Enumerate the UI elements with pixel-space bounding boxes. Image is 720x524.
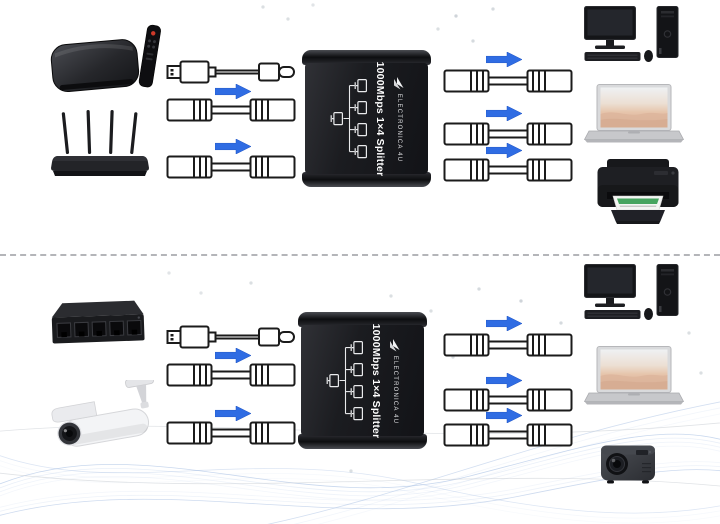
- splitter-label: 1000Mbps 1×4 Splitter: [374, 61, 386, 176]
- brand-logo-icon: [394, 76, 404, 89]
- ethernet-cable-icon: [443, 157, 573, 183]
- ethernet-cable-icon: [166, 154, 296, 180]
- brand-row: ELECTRONICA 4U: [393, 75, 404, 162]
- flow-arrow-icon: [215, 348, 251, 363]
- laptop-icon: [584, 84, 684, 146]
- network-switch-icon: [47, 294, 147, 352]
- flow-arrow-icon: [486, 143, 522, 158]
- wifi-router-icon: [50, 110, 150, 178]
- splitter-top-cap: [298, 312, 427, 327]
- flow-arrow-icon: [486, 52, 522, 67]
- ethernet-cable-icon: [166, 362, 296, 388]
- cctv-camera-icon: [46, 380, 166, 456]
- flow-arrow-icon: [486, 106, 522, 121]
- splitter-top-cap: [302, 50, 431, 65]
- laptop-icon: [584, 346, 684, 408]
- flow-arrow-icon: [486, 408, 522, 423]
- splitter-label: 1000Mbps 1×4 Splitter: [370, 323, 382, 438]
- flow-arrow-icon: [486, 316, 522, 331]
- splitter-device: ELECTRONICA 4U 1000Mbps 1×4 Splitter: [301, 50, 432, 187]
- splitter-bottom-cap: [302, 172, 431, 187]
- printer-icon: [594, 158, 682, 226]
- ethernet-cable-icon: [443, 68, 573, 94]
- flow-arrow-icon: [215, 139, 251, 154]
- network-diagram-icon: [325, 337, 363, 425]
- splitter-bottom-cap: [298, 434, 427, 449]
- section-divider: [0, 254, 720, 256]
- ethernet-cable-icon: [443, 422, 573, 448]
- speckle-dots: [0, 0, 2, 2]
- projector-icon: [600, 441, 656, 487]
- desktop-computer-icon: [584, 264, 684, 326]
- flow-arrow-icon: [486, 373, 522, 388]
- flow-arrow-icon: [215, 406, 251, 421]
- tv-box-with-remote-icon: [46, 20, 164, 98]
- brand-name: ELECTRONICA 4U: [391, 355, 398, 424]
- ethernet-cable-icon: [166, 420, 296, 446]
- brand-name: ELECTRONICA 4U: [395, 93, 402, 162]
- ethernet-cable-icon: [166, 97, 296, 123]
- splitter-device: ELECTRONICA 4U 1000Mbps 1×4 Splitter: [297, 312, 428, 449]
- network-diagram-icon: [329, 75, 367, 163]
- brand-row: ELECTRONICA 4U: [389, 337, 400, 424]
- brand-logo-icon: [390, 338, 400, 351]
- ethernet-cable-icon: [443, 332, 573, 358]
- desktop-computer-icon: [584, 6, 684, 68]
